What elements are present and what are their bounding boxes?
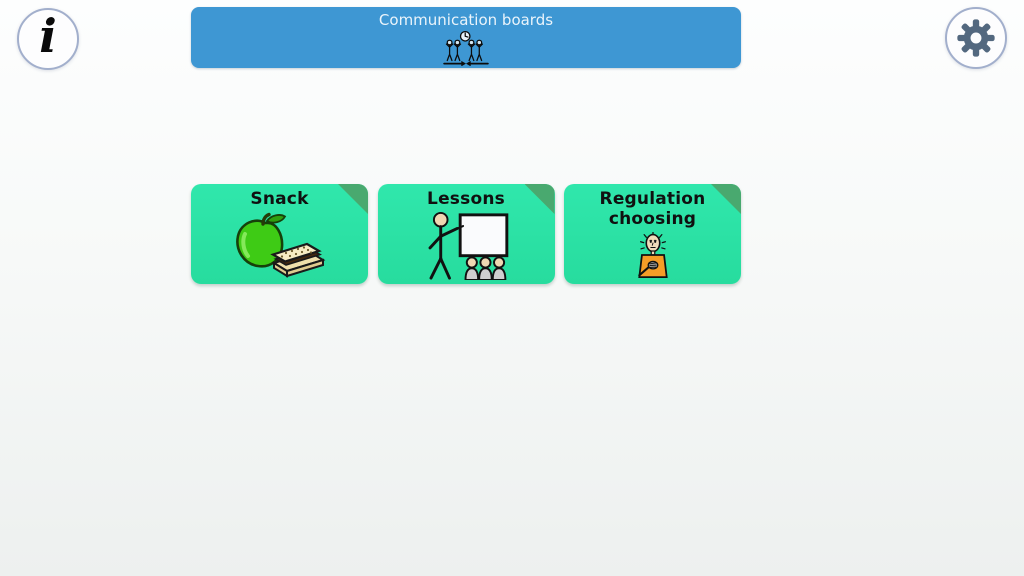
card-fold-corner bbox=[524, 184, 555, 214]
card-label: Snack bbox=[250, 189, 309, 209]
board-grid: Snack bbox=[191, 184, 741, 284]
info-button[interactable]: i bbox=[17, 8, 79, 70]
board-card-snack[interactable]: Snack bbox=[191, 184, 368, 284]
snack-icon bbox=[228, 209, 332, 284]
lessons-icon bbox=[416, 209, 516, 284]
meeting-icon bbox=[443, 30, 489, 66]
banner-title: Communication boards bbox=[378, 11, 554, 29]
settings-button[interactable] bbox=[945, 7, 1007, 69]
communication-boards-banner[interactable]: Communication boards bbox=[191, 7, 741, 68]
regulation-icon bbox=[626, 229, 680, 284]
card-label: Lessons bbox=[427, 189, 505, 209]
board-card-regulation-choosing[interactable]: Regulation choosing bbox=[564, 184, 741, 284]
info-icon: i bbox=[39, 9, 57, 63]
card-label: Regulation choosing bbox=[599, 189, 706, 229]
card-fold-corner bbox=[338, 184, 368, 214]
gear-icon bbox=[957, 19, 995, 57]
board-card-lessons[interactable]: Lessons bbox=[377, 184, 555, 284]
